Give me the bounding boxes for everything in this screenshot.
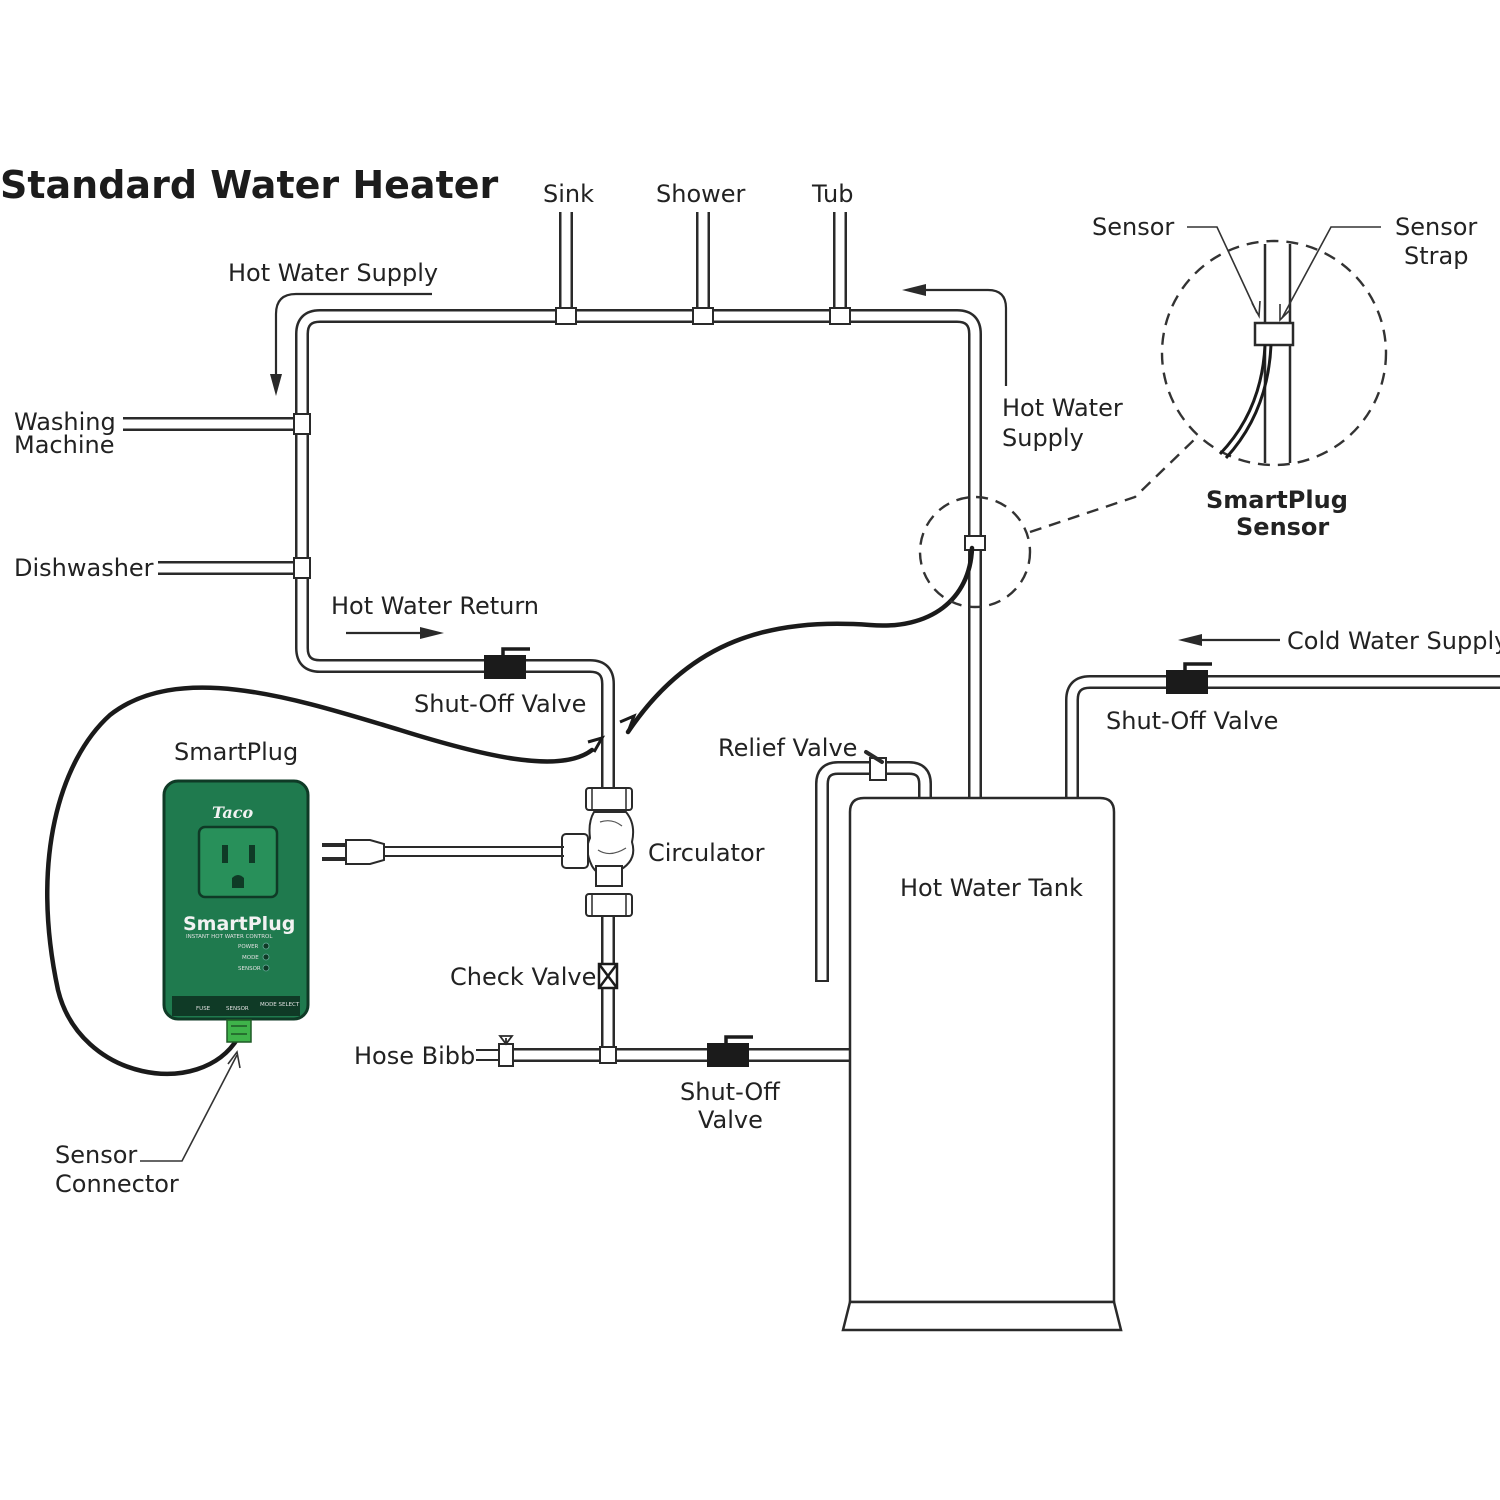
port-fuse: FUSE [196, 1006, 211, 1012]
shut-off-valve-return-label: Shut-Off Valve [414, 690, 586, 718]
device-name: SmartPlug [183, 913, 295, 935]
shut-off-valve-cold-label: Shut-Off Valve [1106, 707, 1278, 735]
dishwasher-label: Dishwasher [14, 554, 154, 582]
hot-water-supply-right-label-1: Hot Water [1002, 394, 1123, 422]
relief-valve [864, 750, 887, 781]
smartplug-label: SmartPlug [174, 738, 298, 766]
arrow-down-icon [270, 374, 282, 396]
smartplug-sensor-caption-1: SmartPlug [1206, 486, 1348, 514]
indicator-mode: MODE [242, 955, 259, 961]
pipe-fittings [293, 307, 986, 1064]
shut-off-valve-cold [1166, 662, 1212, 694]
hot-water-tank-label: Hot Water Tank [900, 874, 1083, 902]
washing-machine-label-1: Washing [14, 408, 116, 436]
indicator-power: POWER [238, 944, 259, 950]
hose-bibb [498, 1035, 514, 1067]
hot-water-supply-right-label-2: Supply [1002, 424, 1084, 452]
outlet-icon [222, 845, 255, 888]
indicator-sensor: SENSOR [238, 966, 261, 972]
sensor-led-icon [262, 964, 270, 972]
hose-bibb-label: Hose Bibb [354, 1042, 475, 1070]
port-sensor: SENSOR [226, 1006, 249, 1012]
power-cord [322, 839, 564, 865]
shut-off-valve-return [484, 647, 530, 679]
sensor-strap-label-2: Strap [1404, 242, 1468, 270]
mode-led-icon [262, 953, 270, 961]
sensor-strap-label-1: Sensor [1395, 213, 1477, 241]
sensor-detail [918, 226, 1388, 609]
sensor-connector-leader [140, 1054, 238, 1162]
shut-off-valve-bottom-label-2: Valve [698, 1106, 763, 1134]
labels: Sink Shower Tub Hot Water Supply Washing… [14, 180, 1500, 1198]
sensor-connector-label-1: Sensor [55, 1141, 137, 1169]
flow-arrows [270, 284, 1280, 646]
circulator-pump: Circulator [561, 787, 765, 917]
hot-water-return-label: Hot Water Return [331, 592, 539, 620]
shut-off-valve-bottom-label-1: Shut-Off [680, 1078, 780, 1106]
sensor-magnified-circle [1160, 239, 1388, 467]
sensor-strap-icon [1253, 321, 1295, 347]
hot-water-supply-top-label: Hot Water Supply [228, 259, 438, 287]
tub-label: Tub [811, 180, 853, 208]
smartplug-sensor-caption-2: Sensor [1236, 513, 1329, 541]
relief-valve-label: Relief Valve [718, 734, 857, 762]
arrow-left-cold-icon [1178, 634, 1202, 646]
device-brand: Taco [212, 803, 253, 822]
sensor-connector [226, 1019, 252, 1043]
arrow-left-icon [902, 284, 926, 296]
device-subtitle: INSTANT HOT WATER CONTROL [186, 934, 273, 940]
shower-label: Shower [656, 180, 746, 208]
check-valve [597, 962, 619, 990]
hot-water-tank: Hot Water Tank [841, 796, 1123, 1332]
sensor-label: Sensor [1092, 213, 1174, 241]
smartplug-device: Taco SmartPlug INSTANT HOT WATER CONTROL… [162, 779, 310, 1043]
sensor-location-circle [918, 495, 1032, 609]
diagram-title: Standard Water Heater [0, 163, 499, 207]
cold-water-supply-label: Cold Water Supply [1287, 627, 1500, 655]
shut-off-valve-bottom [707, 1035, 753, 1067]
sensor-connector-label-2: Connector [55, 1170, 179, 1198]
power-led-icon [262, 942, 270, 950]
arrow-right-icon [420, 627, 444, 639]
port-mode-select: MODE SELECT [260, 1002, 300, 1008]
washing-machine-label-2: Machine [14, 431, 114, 459]
check-valve-label: Check Valve [450, 963, 596, 991]
sensor-cables [45, 545, 975, 1076]
circulator-label: Circulator [648, 839, 765, 867]
sink-label: Sink [543, 180, 594, 208]
